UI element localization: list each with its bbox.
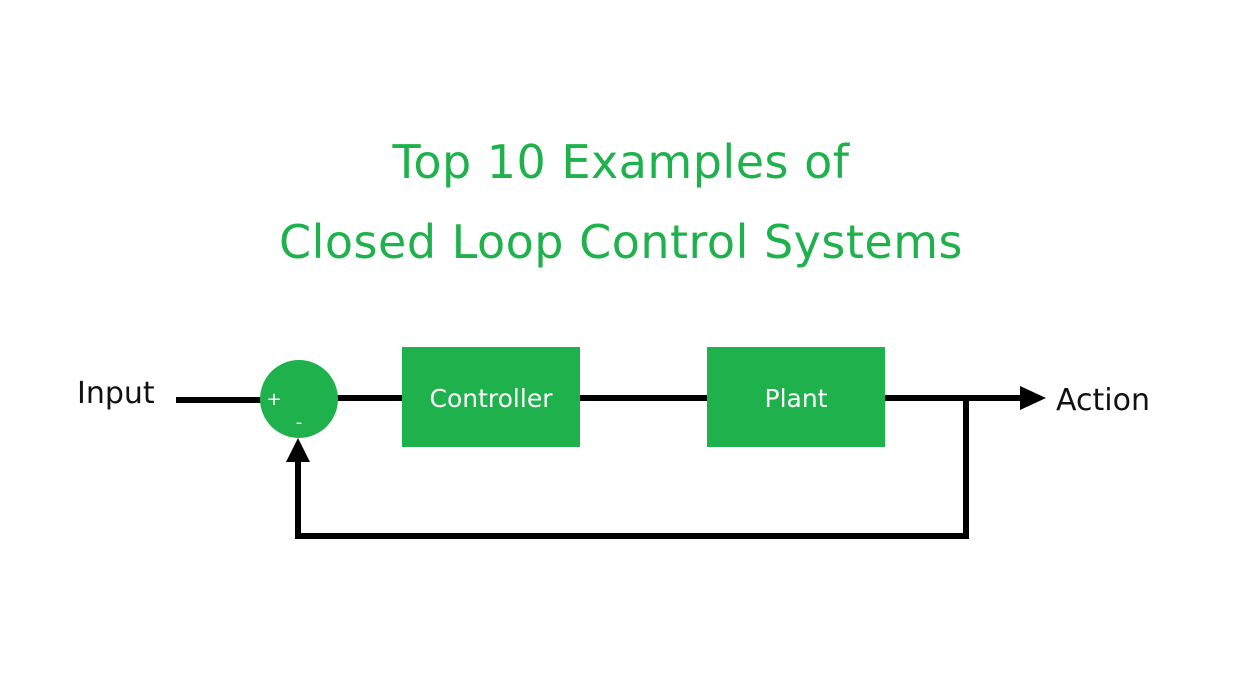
summing-junction [260, 360, 338, 438]
minus-sign: - [296, 412, 303, 433]
controller-label: Controller [430, 384, 554, 413]
plant-label: Plant [765, 384, 828, 413]
feedback-path [295, 398, 969, 539]
plus-sign: + [266, 389, 281, 410]
title-line-1: Top 10 Examples of [392, 135, 850, 189]
controller-block [402, 347, 580, 447]
output-label: Action [1056, 383, 1150, 418]
input-label: Input [77, 376, 155, 411]
plant-block [707, 347, 885, 447]
title-line-2: Closed Loop Control Systems [279, 215, 963, 269]
feedback-arrowhead [286, 438, 310, 462]
output-arrowhead [1020, 386, 1046, 410]
